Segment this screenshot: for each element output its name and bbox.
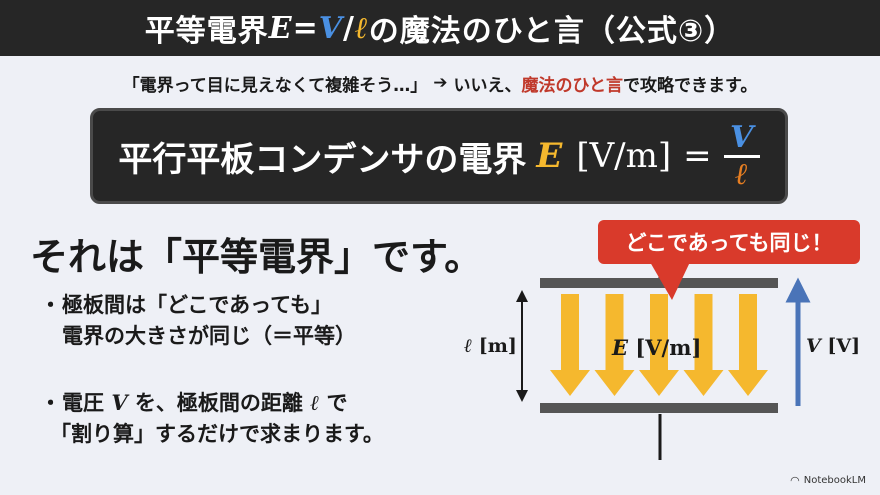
capacitor-diagram bbox=[516, 250, 811, 460]
formula-equals: = bbox=[683, 136, 712, 176]
fraction-numerator: V bbox=[729, 119, 754, 155]
title-prefix: 平等電界 bbox=[144, 14, 269, 49]
field-label: E [V/m] bbox=[612, 335, 701, 360]
field-arrow bbox=[594, 294, 635, 396]
field-symbol: E bbox=[612, 335, 629, 360]
title-e-symbol: E bbox=[268, 10, 293, 46]
field-arrows bbox=[550, 294, 768, 396]
callout-tail bbox=[650, 262, 690, 300]
bullet-text: で bbox=[319, 391, 348, 415]
field-arrow bbox=[550, 294, 590, 396]
length-label: ℓ [m] bbox=[464, 335, 517, 358]
formula-e-symbol: E bbox=[536, 136, 563, 176]
fraction-bar bbox=[723, 154, 760, 158]
bullet-dot: ・ bbox=[40, 293, 61, 317]
bottom-plate bbox=[540, 403, 778, 413]
bullet-line: 極板間は「どこであっても」 bbox=[62, 293, 333, 317]
field-arrow bbox=[639, 294, 679, 396]
length-symbol: ℓ bbox=[464, 335, 473, 357]
brand-mark: ◠ NotebookLM bbox=[790, 474, 866, 487]
formula-unit: [V/m] bbox=[576, 136, 672, 176]
bullet-line: 電界の大きさが同じ（＝平等） bbox=[62, 324, 356, 348]
bullet-l-symbol: ℓ bbox=[310, 390, 320, 415]
voltage-label: V [V] bbox=[806, 335, 860, 357]
notebooklm-logo-icon: ◠ bbox=[790, 474, 800, 487]
right-arrow-icon: ➔ bbox=[433, 73, 448, 93]
bullet-uniform: ・極板間は「どこであっても」 電界の大きさが同じ（＝平等） bbox=[40, 290, 356, 352]
top-plate bbox=[540, 278, 778, 288]
formula-fraction: V ℓ bbox=[723, 119, 760, 192]
title-bar: 平等電界 E = V / ℓ の魔法のひと言（公式③） bbox=[0, 0, 880, 56]
length-unit: [m] bbox=[472, 335, 517, 357]
title-v-symbol: V bbox=[318, 10, 343, 46]
callout-bubble: どこであっても同じ！ bbox=[598, 220, 860, 264]
subtitle-tail: で攻略できます。 bbox=[623, 75, 758, 96]
formula-label: 平行平板コンデンサの電界 bbox=[118, 139, 527, 180]
bullet-line: 「割り算」するだけで求まります。 bbox=[50, 422, 384, 446]
bullet-v-symbol: V bbox=[111, 390, 128, 415]
bullet-text: を、極板間の距離 bbox=[127, 391, 311, 415]
field-unit: [V/m] bbox=[628, 335, 702, 360]
voltage-symbol: V bbox=[806, 335, 821, 357]
title-slash: / bbox=[342, 10, 355, 46]
field-arrow bbox=[728, 294, 768, 396]
formula-box: 平行平板コンデンサの電界 E [V/m] = V ℓ bbox=[90, 108, 788, 204]
fraction-denominator: ℓ bbox=[735, 156, 748, 192]
bullet-text: 電圧 bbox=[62, 391, 112, 415]
title-suffix: の魔法のひと言（公式③） bbox=[368, 14, 736, 49]
title-l-symbol: ℓ bbox=[354, 10, 369, 46]
subtitle-answer: いいえ、 bbox=[453, 75, 522, 96]
title-equals: = bbox=[292, 10, 319, 46]
bullet-division: ・電圧 V を、極板間の距離 ℓ で 「割り算」するだけで求まります。 bbox=[40, 387, 384, 450]
section-heading: それは「平等電界」です。 bbox=[30, 235, 483, 279]
field-arrow bbox=[683, 294, 724, 396]
subtitle: 「電界って目に見えなくて複雑そう…」 ➔ いいえ、 魔法のひと言 で攻略できます… bbox=[0, 66, 880, 100]
brand-name: NotebookLM bbox=[803, 475, 866, 486]
voltage-unit: [V] bbox=[820, 335, 861, 357]
subtitle-accent: 魔法のひと言 bbox=[521, 75, 624, 96]
subtitle-quote: 「電界って目に見えなくて複雑そう…」 bbox=[122, 75, 428, 96]
bullet-dot: ・ bbox=[40, 391, 61, 415]
